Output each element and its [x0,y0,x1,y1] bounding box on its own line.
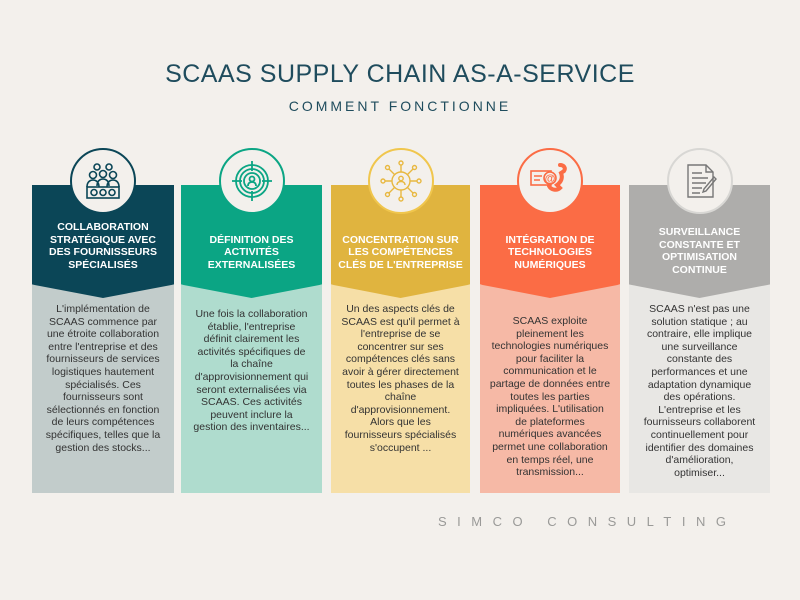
team-collaboration-icon [70,148,136,214]
step-integration: INTÉGRATION DE TECHNOLOGIES NUMÉRIQUES @… [480,145,620,493]
step-header: COLLABORATION STRATÉGIQUE AVEC DES FOURN… [49,221,157,271]
step-header: SURVEILLANCE CONSTANTE ET OPTIMISATION C… [658,226,741,276]
target-user-icon [218,148,285,214]
page-subtitle: COMMENT FONCTIONNE [288,98,512,114]
svg-text:@: @ [545,173,556,185]
step-description: SCAAS exploite pleinement les technologi… [489,315,611,479]
network-user-icon [367,148,434,214]
footer-brand: SIMCO CONSULTING [438,514,737,529]
page-title: SCAAS SUPPLY CHAIN AS-A-SERVICE [165,60,635,88]
step-collaboration: COLLABORATION STRATÉGIQUE AVEC DES FOURN… [32,145,174,493]
step-description: SCAAS n'est pas une solution statique ; … [643,303,756,479]
step-concentration: CONCENTRATION SUR LES COMPÉTENCES CLÉS D… [331,145,470,493]
digital-communication-icon: @ [517,148,583,214]
step-header: DÉFINITION DES ACTIVITÉS EXTERNALISÉES [207,233,296,271]
step-description: L'implémentation de SCAAS commence par u… [45,303,161,454]
step-header: INTÉGRATION DE TECHNOLOGIES NUMÉRIQUES [505,233,595,271]
step-description: Un des aspects clés de SCAAS est qu'il p… [341,303,460,454]
document-edit-icon [666,148,733,214]
step-header: CONCENTRATION SUR LES COMPÉTENCES CLÉS D… [338,233,463,271]
step-definition: DÉFINITION DES ACTIVITÉS EXTERNALISÉES U… [181,145,322,493]
step-surveillance: SURVEILLANCE CONSTANTE ET OPTIMISATION C… [629,145,770,493]
step-description: Une fois la collaboration établie, l'ent… [193,308,310,434]
